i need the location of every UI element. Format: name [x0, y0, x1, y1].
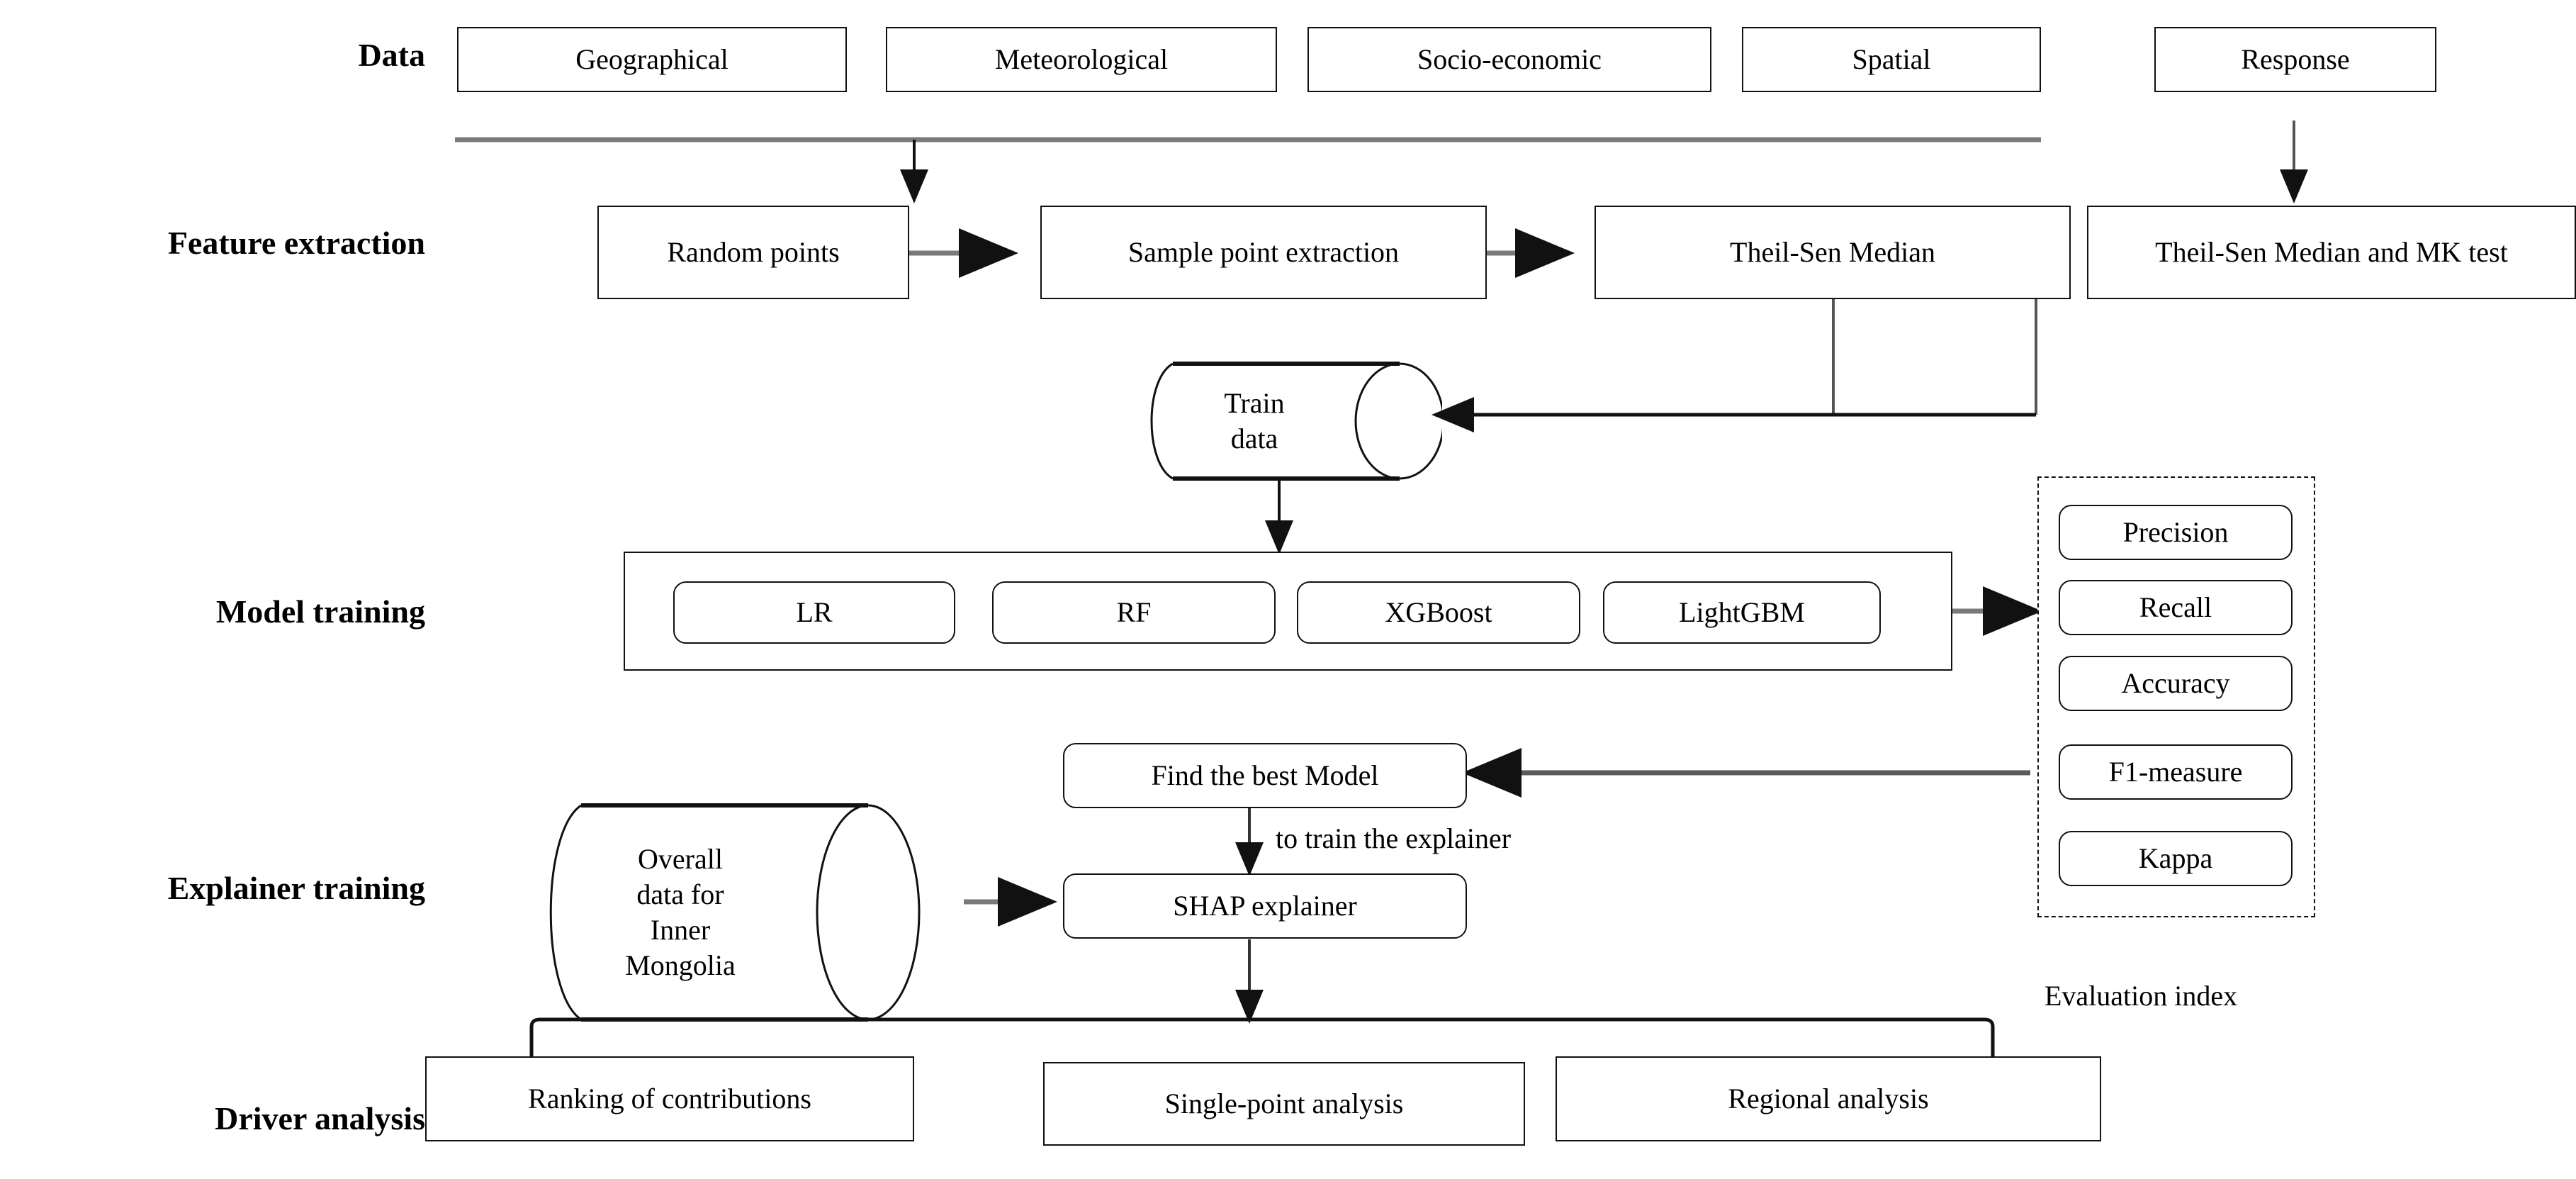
- node-theil-sen-median-mk-test[interactable]: Theil-Sen Median and MK test: [2087, 206, 2576, 299]
- cylinder-train-data-label: Train data: [1224, 387, 1285, 454]
- edge-label-to-train-the-explainer: to train the explainer: [1276, 822, 1512, 854]
- node-meteorological[interactable]: Meteorological: [886, 27, 1277, 92]
- node-model-xgboost[interactable]: XGBoost: [1297, 581, 1580, 644]
- node-socio-economic[interactable]: Socio-economic: [1307, 27, 1711, 92]
- shap-to-driver-bracket-connector: [529, 939, 1995, 1056]
- node-find-the-best-model[interactable]: Find the best Model: [1063, 743, 1467, 808]
- stage-label-model-training: Model training: [215, 593, 425, 630]
- node-regional-analysis[interactable]: Regional analysis: [1556, 1056, 2101, 1141]
- node-sample-point-extraction[interactable]: Sample point extraction: [1040, 206, 1487, 299]
- cylinder-overall-data-label: Overall data for Inner Mongolia: [625, 843, 736, 981]
- data-bus-connector: [455, 137, 2041, 203]
- node-model-lightgbm[interactable]: LightGBM: [1603, 581, 1881, 644]
- node-metric-recall[interactable]: Recall: [2059, 580, 2293, 635]
- stage-label-explainer-training: Explainer training: [167, 870, 425, 906]
- cylinder-train-data[interactable]: [1130, 358, 1442, 484]
- node-shap-explainer[interactable]: SHAP explainer: [1063, 873, 1467, 939]
- node-model-lr[interactable]: LR: [673, 581, 955, 644]
- node-random-points[interactable]: Random points: [597, 206, 909, 299]
- node-model-rf[interactable]: RF: [992, 581, 1276, 644]
- node-metric-accuracy[interactable]: Accuracy: [2059, 656, 2293, 711]
- node-metric-kappa[interactable]: Kappa: [2059, 831, 2293, 886]
- node-ranking-of-contributions[interactable]: Ranking of contributions: [425, 1056, 914, 1141]
- node-metric-f1-measure[interactable]: F1-measure: [2059, 744, 2293, 800]
- cylinder-overall-data[interactable]: [528, 798, 967, 1027]
- stage-label-feature-extraction: Feature extraction: [167, 225, 425, 261]
- node-metric-precision[interactable]: Precision: [2059, 505, 2293, 560]
- node-single-point-analysis[interactable]: Single-point analysis: [1043, 1062, 1525, 1146]
- theilsen-merge-to-traindata-connector: [1432, 291, 2037, 432]
- stage-label-driver-analysis: Driver analysis: [215, 1100, 425, 1136]
- node-response[interactable]: Response: [2154, 27, 2436, 92]
- node-spatial[interactable]: Spatial: [1742, 27, 2041, 92]
- stage-label-data: Data: [358, 37, 425, 73]
- node-geographical[interactable]: Geographical: [457, 27, 847, 92]
- evaluation-index-caption: Evaluation index: [2045, 980, 2238, 1012]
- node-theil-sen-median[interactable]: Theil-Sen Median: [1594, 206, 2071, 299]
